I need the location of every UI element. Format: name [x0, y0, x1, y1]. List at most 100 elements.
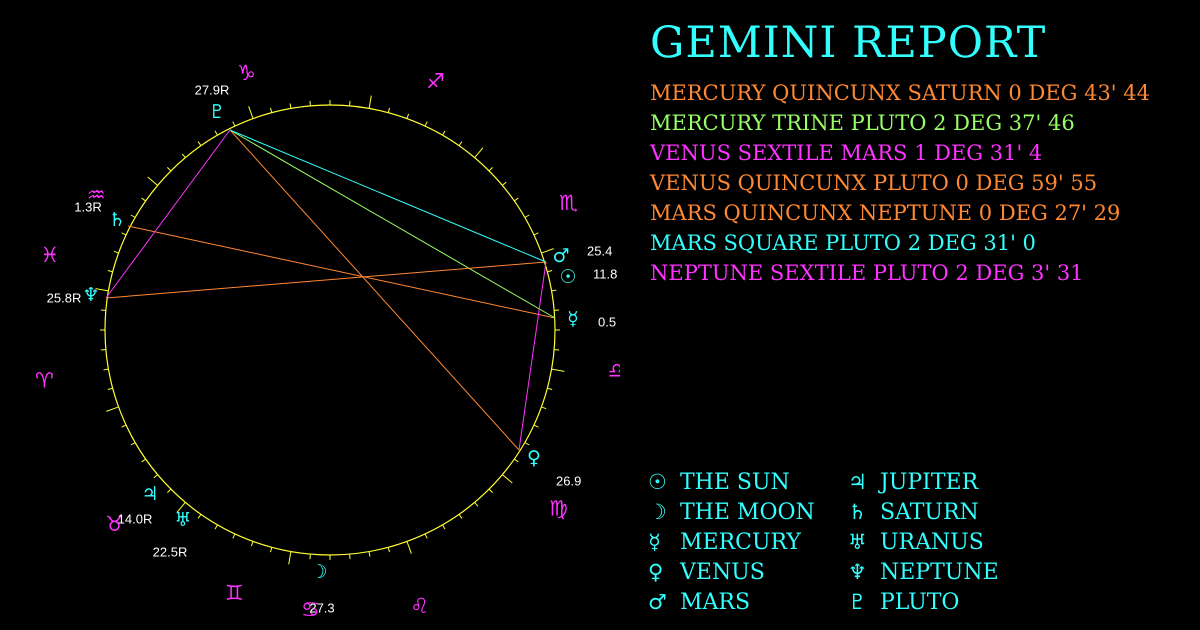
degree-tick — [167, 167, 172, 172]
sign-cusp-tick — [248, 106, 254, 119]
virgo-icon: ♍ — [549, 497, 568, 521]
saturn-icon: ♄ — [848, 500, 867, 524]
degree-tick — [533, 232, 539, 236]
sign-cusp-tick — [406, 541, 412, 554]
mercury-icon: ☿ — [567, 308, 579, 330]
jupiter-icon: ♃ — [141, 483, 158, 505]
degree-tick — [488, 167, 493, 172]
legend-item-neptune: ♆ NEPTUNE — [848, 557, 1008, 587]
degree-tick — [533, 424, 539, 428]
aspect-line-mercury-pluto — [229, 129, 556, 319]
capricorn-icon: ♑ — [237, 61, 256, 85]
legend-label: SATURN — [880, 499, 979, 525]
degree-tick — [514, 458, 519, 463]
planet-degree-label: 25.8R — [47, 291, 82, 306]
mars-icon: ♂ — [648, 590, 667, 614]
report-title: GEMINI REPORT — [650, 18, 1047, 68]
degree-tick — [442, 130, 446, 136]
degree-tick — [524, 214, 530, 218]
degree-tick — [197, 514, 202, 519]
degree-tick — [458, 514, 463, 519]
planet-degree-label: 27.9R — [195, 83, 230, 98]
degree-tick — [458, 141, 463, 146]
degree-tick — [167, 488, 172, 493]
aspect-lines — [105, 129, 556, 451]
degree-tick — [424, 533, 428, 539]
wheel-ring — [95, 95, 565, 565]
degree-tick — [232, 533, 236, 539]
degree-tick — [107, 269, 113, 273]
sign-cusp-tick — [474, 147, 484, 158]
wheel-circle — [104, 104, 556, 556]
moon-icon: ☽ — [648, 500, 667, 524]
aspect-line: VENUS SEXTILE MARS 1 DEG 31' 4 — [650, 141, 1043, 165]
degree-tick — [130, 442, 136, 446]
aspect-line: MARS QUINCUNX NEPTUNE 0 DEG 27' 29 — [650, 201, 1121, 225]
sign-cusp-tick — [368, 95, 372, 109]
sign-cusp-tick — [541, 248, 554, 254]
aspect-line-neptune-pluto — [105, 129, 231, 299]
degree-tick — [387, 547, 391, 553]
mercury-icon: ☿ — [648, 530, 661, 554]
uranus-icon: ♅ — [848, 530, 867, 554]
sign-cusp-tick — [176, 502, 186, 513]
pisces-icon: ♓ — [40, 243, 59, 267]
aquarius-icon: ♒ — [87, 183, 106, 207]
sun-icon: ☉ — [559, 266, 576, 288]
degree-tick — [103, 368, 109, 371]
leo-icon: ♌ — [410, 594, 429, 618]
planet-degree-label: 11.8 — [593, 267, 617, 282]
degree-tick — [269, 107, 273, 113]
aspect-line-venus-mars — [518, 261, 547, 451]
planet-degree-label: 0.5 — [598, 315, 616, 330]
degree-tick — [232, 121, 236, 127]
pluto-icon: ♇ — [208, 101, 225, 123]
planet-legend: ☉ THE SUN ♃ JUPITER ☽ THE MOON ♄ SATURN … — [648, 467, 1008, 617]
natal-chart-wheel: ♑♐♒♏♓♎♈♍♉♌♊♋ ♇27.9R♄1.3R♆25.8R♂25.4☉11.8… — [35, 61, 620, 621]
degree-tick — [474, 502, 479, 507]
degree-tick — [107, 387, 113, 391]
aspect-line: MERCURY QUINCUNX SATURN 0 DEG 43' 44 — [650, 81, 1150, 105]
venus-icon: ♀ — [648, 560, 664, 584]
aries-icon: ♈ — [35, 368, 54, 392]
sign-cusp-tick — [288, 551, 292, 565]
jupiter-icon: ♃ — [848, 470, 867, 494]
sagittarius-icon: ♐ — [426, 69, 445, 93]
taurus-icon: ♉ — [105, 512, 124, 536]
planet-degree-label: 1.3R — [74, 200, 101, 215]
planet-degree-label: 14.0R — [118, 512, 153, 527]
legend-item-pluto: ♇ PLUTO — [848, 587, 1008, 617]
sign-cusp-tick — [106, 406, 119, 412]
sign-cusp-tick — [147, 176, 158, 186]
legend-label: NEPTUNE — [880, 559, 999, 585]
degree-tick — [269, 547, 273, 553]
planet-markers: ♇27.9R♄1.3R♆25.8R♂25.4☉11.8☿0.5♀26.9♃14.… — [47, 83, 618, 616]
legend-label: JUPITER — [880, 469, 979, 495]
legend-label: THE MOON — [680, 499, 815, 525]
neptune-icon: ♆ — [848, 560, 867, 584]
sign-cusp-tick — [551, 368, 565, 372]
degree-tick — [181, 153, 186, 158]
sign-cusp-tick — [95, 288, 109, 292]
aspect-line: VENUS QUINCUNX PLUTO 0 DEG 59' 55 — [650, 171, 1098, 195]
legend-item-mercury: ☿ MERCURY — [648, 527, 848, 557]
aspect-line-mars-neptune — [105, 261, 547, 299]
moon-icon: ☽ — [310, 561, 327, 583]
degree-tick — [442, 524, 446, 530]
legend-item-saturn: ♄ SATURN — [848, 497, 1008, 527]
sun-icon: ☉ — [648, 470, 667, 494]
degree-tick — [214, 130, 218, 136]
degree-tick — [141, 197, 146, 202]
aspect-line-venus-pluto — [229, 129, 520, 451]
legend-label: MERCURY — [680, 529, 801, 555]
degree-tick — [289, 103, 292, 109]
legend-item-venus: ♀ VENUS — [648, 557, 848, 587]
aspect-line: MARS SQUARE PLUTO 2 DEG 31' 0 — [650, 231, 1036, 255]
libra-icon: ♎ — [608, 358, 620, 382]
gemini-icon: ♊ — [225, 581, 244, 605]
scorpio-icon: ♏ — [559, 191, 578, 215]
cancer-icon: ♋ — [301, 597, 320, 621]
degree-tick — [113, 250, 119, 254]
degree-tick — [488, 488, 493, 493]
